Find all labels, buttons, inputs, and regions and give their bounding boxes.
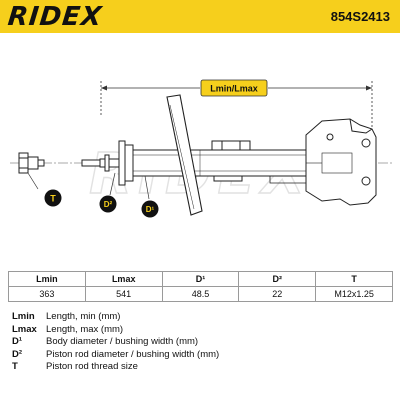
legend-code: Lmin: [12, 311, 35, 322]
spring-seat: [166, 94, 203, 216]
brand-logo: RIDEX: [6, 2, 104, 32]
spec-header: Lmin: [8, 271, 86, 287]
legend-code: D¹: [12, 336, 23, 347]
part-number: 854S2413: [330, 9, 390, 24]
legend-desc: Piston rod thread size: [46, 361, 138, 372]
spec-header: D²: [238, 271, 317, 287]
legend-desc: Length, min (mm): [46, 311, 121, 322]
callout-t-label: T: [50, 194, 56, 204]
spec-header: D¹: [161, 271, 240, 287]
legend-item: Lmax Length, max (mm): [12, 324, 219, 337]
legend-code: Lmax: [12, 323, 37, 335]
spec-value: 48.5: [161, 286, 240, 302]
knuckle-bracket: [305, 118, 377, 206]
legend-desc: Piston rod diameter / bushing width (mm): [46, 348, 220, 360]
spec-value: 22: [238, 286, 317, 302]
top-nut: [18, 152, 45, 174]
callout-d2-label: D²: [104, 200, 113, 209]
dimension-label-box: [200, 79, 268, 97]
legend-code: D²: [12, 348, 23, 360]
legend-item: D² Piston rod diameter / bushing width (…: [12, 349, 219, 362]
dimension-label: Lmin/Lmax: [210, 84, 258, 94]
brand-header: RIDEX 854S2413: [0, 0, 400, 33]
spec-value: 541: [84, 286, 163, 302]
spec-table-header-row: Lmin Lmax D¹ D² T: [8, 271, 393, 287]
spec-header: Lmax: [84, 271, 163, 287]
tube-bracket: [211, 140, 251, 182]
length-dimension: [100, 81, 373, 128]
spec-value: M12x1.25: [315, 286, 393, 302]
spec-table-value-row: 363 541 48.5 22 M12x1.25: [8, 286, 393, 302]
legend: Lmin Length, min (mm) Lmax Length, max (…: [12, 311, 219, 374]
legend-item: D¹ Body diameter / bushing width (mm): [12, 336, 219, 349]
spec-header: T: [315, 271, 393, 287]
d1-leader: [144, 175, 150, 200]
shock-absorber-drawing: RIDEX Lmin/Lmax: [10, 79, 392, 218]
legend-item: Lmin Length, min (mm): [12, 311, 219, 324]
legend-desc: Length, max (mm): [46, 323, 124, 335]
spec-table: Lmin Lmax D¹ D² T 363 541 48.5 22 M12x1.…: [8, 271, 393, 302]
legend-item: T Piston rod thread size: [12, 361, 219, 374]
body-tube: [132, 149, 307, 177]
legend-desc: Body diameter / bushing width (mm): [46, 336, 199, 347]
callout-d1: D¹: [141, 200, 159, 218]
upper-plate: [118, 140, 134, 186]
spec-value: 363: [8, 286, 86, 302]
callout-d1-label: D¹: [146, 205, 155, 214]
callout-t: T: [44, 189, 62, 207]
legend-code: T: [12, 361, 18, 372]
callout-d2: D²: [99, 195, 117, 213]
thread-leader: [27, 172, 39, 190]
d2-leader: [109, 172, 116, 196]
